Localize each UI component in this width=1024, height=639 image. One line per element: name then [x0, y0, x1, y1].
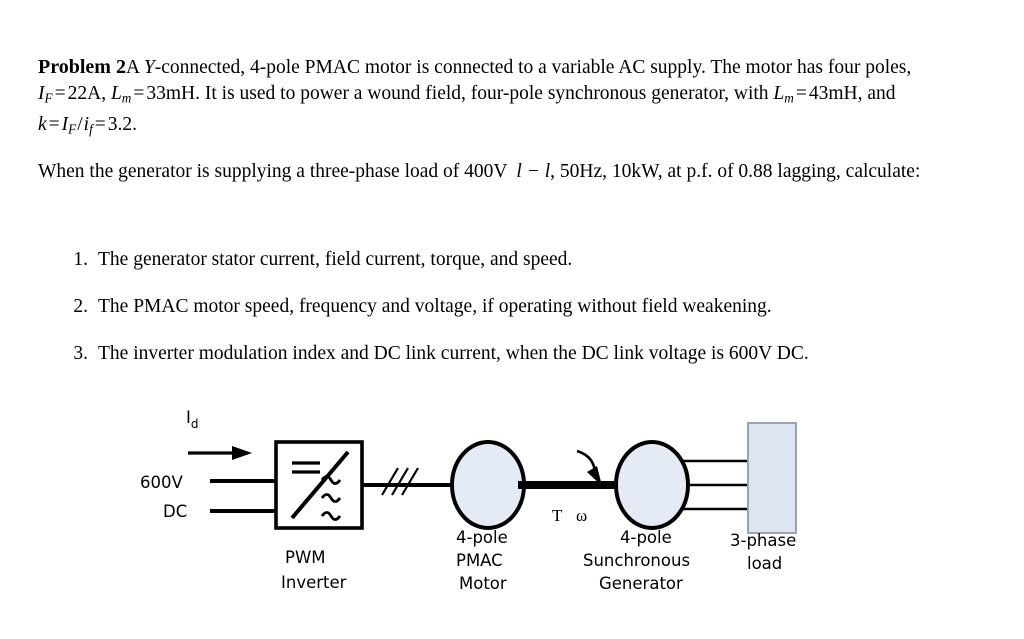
dc-link-current-label: Id [186, 408, 199, 431]
id-sub: d [191, 417, 199, 431]
p2-comma-1: , [550, 161, 560, 183]
id-base: I [186, 408, 191, 427]
three-phase-load-block [747, 422, 797, 534]
p2-value-voltage: 400V [464, 161, 508, 183]
motor-caption-line2: PMAC [456, 551, 503, 570]
generator-caption-line1: 4-pole [620, 528, 672, 547]
problem-label: Problem 2 [38, 56, 126, 78]
p1-comma-1: , [101, 83, 111, 104]
p1-value-Lm2: 43mH [808, 83, 858, 104]
p1-IF-base: I [38, 83, 45, 104]
p1-Lm-sub: m [121, 90, 132, 106]
problem-paragraph-1: Problem 2A Y-connected, 4-pole PMAC moto… [38, 54, 924, 142]
p1-text-4: , and [857, 83, 896, 104]
p1-Lm2-base: L [773, 83, 785, 104]
inverter-caption-line2: Inverter [281, 573, 347, 592]
inverter-caption-line1: PWM [285, 548, 326, 567]
p2-comma-2: , [602, 161, 612, 183]
speed-label: ω [576, 506, 587, 525]
three-phase-slash-marks-icon [381, 467, 419, 496]
p1-equals-2: = [133, 83, 145, 104]
question-list: 1. The generator stator current, field c… [62, 247, 942, 388]
q3-text-2: DC. [771, 343, 809, 364]
question-text: The generator stator current, field curr… [98, 249, 573, 270]
synchronous-generator-symbol [614, 440, 690, 530]
dc-equals-icon [292, 461, 320, 474]
p1-value-IF: 22A [67, 83, 102, 104]
question-number: 3. [73, 343, 88, 364]
torque-speed-arrow-icon [576, 449, 602, 486]
dc-supply-type-label: DC [163, 502, 187, 521]
question-text: The PMAC motor speed, frequency and volt… [98, 296, 772, 317]
torque-label: T [552, 506, 563, 525]
p1-symbol-Lm2: Lm [773, 83, 794, 106]
p1-text-1: A [125, 57, 144, 78]
p2-value-frequency: 50Hz [559, 161, 603, 183]
p2-value-power: 10kW [611, 161, 658, 183]
p1-ratio-den-sub: f [89, 121, 93, 137]
generator-caption-line3: Generator [599, 574, 683, 593]
p1-ratio-num-base: I [61, 113, 69, 135]
question-text: The inverter modulation index and DC lin… [98, 341, 942, 367]
p1-text-3: . It is used to power a wound field, fou… [195, 83, 774, 104]
p2-text-2: , at p.f. of 0.88 lagging, calculate: [657, 161, 921, 183]
p1-equals-1: = [54, 83, 66, 104]
p1-period: . [132, 113, 138, 135]
p1-symbol-Y: Y [143, 57, 155, 78]
q3-value-dc-link: 600V [728, 343, 772, 364]
problem-statement: Problem 2A Y-connected, 4-pole PMAC moto… [38, 54, 924, 185]
p1-equals-4: = [48, 113, 60, 135]
p1-ratio-num-sub: F [68, 121, 77, 137]
list-item: 1. The generator stator current, field c… [62, 247, 942, 273]
p1-ratio-den-base: i [83, 113, 90, 135]
load-caption-line2: load [747, 554, 782, 573]
dc-supply-voltage-label: 600V [140, 473, 183, 492]
p2-line-to-line: l − l [516, 161, 551, 183]
p1-value-k: 3.2 [107, 113, 133, 135]
generator-output-lines [682, 459, 750, 511]
p1-value-Lm: 33mH [146, 83, 196, 104]
motor-caption-line1: 4-pole [456, 528, 508, 547]
p1-ratio-numerator: IF [61, 113, 77, 137]
problem-paragraph-2: When the generator is supplying a three-… [38, 159, 924, 185]
question-number: 1. [73, 249, 88, 270]
ac-tilde-icon [320, 475, 342, 521]
p1-symbol-Lm: Lm [110, 83, 132, 106]
p1-IF-sub: F [44, 90, 53, 106]
converter-slash-icon [290, 450, 350, 520]
p1-Lm-base: L [110, 83, 122, 104]
pmac-motor-symbol [450, 440, 526, 530]
load-caption-line1: 3-phase [730, 531, 796, 550]
p1-symbol-k: k [38, 113, 47, 135]
system-block-diagram: Id 600V DC [140, 398, 930, 613]
p1-symbol-IF: IF [38, 83, 53, 106]
question-number: 2. [73, 296, 88, 317]
dc-current-arrow-icon [188, 446, 252, 460]
p2-text-1: When the generator is supplying a three-… [38, 161, 465, 183]
list-item: 2. The PMAC motor speed, frequency and v… [62, 294, 942, 320]
p1-ratio-slash: / [77, 113, 83, 135]
p1-equals-5: = [94, 113, 106, 135]
list-item: 3. The inverter modulation index and DC … [62, 341, 942, 367]
p1-Lm2-sub: m [784, 90, 794, 106]
p1-text-2: -connected, 4-pole PMAC motor is connect… [154, 57, 912, 78]
p1-ratio-denominator: if [83, 113, 93, 137]
motor-caption-line3: Motor [459, 574, 507, 593]
p1-equals-3: = [795, 83, 807, 104]
q3-text-1: The inverter modulation index and DC lin… [98, 343, 729, 364]
generator-caption-line2: Sunchronous [583, 551, 690, 570]
